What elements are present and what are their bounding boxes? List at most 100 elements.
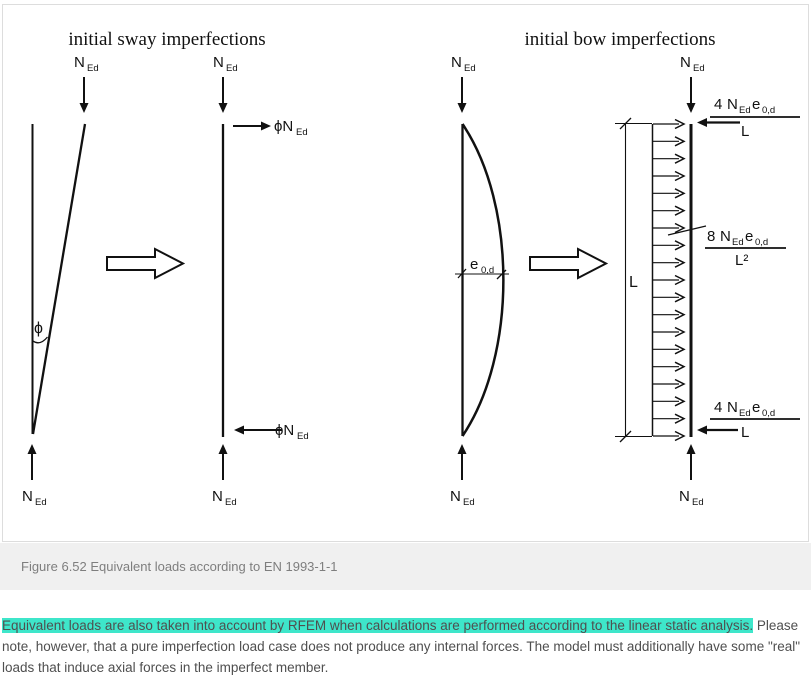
ned-subscript: Ed [87, 63, 99, 74]
coefficient: 4 [714, 399, 722, 416]
up-arrow-head-icon [218, 444, 228, 454]
length-label: L [629, 274, 638, 291]
sway-title: initial sway imperfections [68, 29, 265, 50]
highlighted-sentence: Equivalent loads are also taken into acc… [2, 617, 754, 633]
phi-ned-label: ϕN [274, 118, 293, 135]
equiv-top-load: N Ed [680, 54, 705, 113]
ned-subscript: Ed [35, 497, 47, 508]
load-arrow-head-icon [674, 292, 686, 303]
load-arrow-head-icon [674, 378, 686, 390]
phi-ned-subscript: Ed [297, 431, 309, 442]
phi-ned-subscript: Ed [296, 127, 308, 138]
ned-subscript: Ed [739, 408, 751, 419]
left-arrow-head-icon [697, 425, 707, 435]
bow-top-load: N Ed [451, 54, 476, 113]
ned-subscript: Ed [732, 237, 744, 248]
up-arrow-head-icon [457, 444, 467, 454]
load-arrow-head-icon [674, 274, 686, 286]
transform-arrow-icon [529, 247, 609, 280]
phi-ned-bottom-force: ϕN Ed [234, 422, 309, 442]
distributed-load-arrows [653, 118, 686, 442]
up-arrow-head-icon [686, 444, 696, 454]
phi-angle-arc [32, 336, 48, 344]
ned-subscript: Ed [226, 63, 238, 74]
load-arrow-head-icon [674, 344, 686, 355]
bow-title: initial bow imperfections [524, 29, 715, 50]
load-arrow-head-icon [674, 170, 686, 182]
down-arrow-head-icon [457, 103, 467, 113]
ned-label: N [727, 96, 738, 113]
figure-caption: Figure 6.52 Equivalent loads according t… [21, 559, 338, 574]
load-arrow-head-icon [674, 188, 686, 199]
ned-label: N [451, 54, 462, 71]
ned-label: N [74, 54, 85, 71]
load-arrow-head-icon [674, 153, 686, 164]
sway2-top-load: N Ed [213, 54, 238, 113]
sway1-top-load: N Ed [74, 54, 99, 113]
up-arrow-head-icon [27, 444, 37, 454]
dimension-tick [619, 430, 632, 443]
down-arrow-head-icon [79, 103, 89, 113]
load-arrow-head-icon [674, 136, 686, 147]
dimension-tick [496, 269, 507, 280]
ned-subscript: Ed [739, 105, 751, 116]
load-arrow-head-icon [674, 430, 686, 442]
dimension-tick [619, 117, 632, 130]
ned-label: N [22, 488, 33, 505]
e0d-label: e [752, 96, 760, 113]
sway2-bottom-reaction: N Ed [212, 444, 237, 508]
leader-line [667, 225, 707, 236]
ned-label: N [727, 399, 738, 416]
e0d-label: e [470, 256, 478, 273]
load-arrow-head-icon [674, 240, 686, 251]
length-dimension: L [615, 117, 652, 443]
figure-border [2, 4, 809, 542]
e0d-subscript: 0,d [481, 265, 494, 276]
equiv-bottom-reaction: N Ed [679, 444, 704, 508]
tilted-member-line [31, 123, 87, 435]
e0d-subscript: 0,d [755, 237, 768, 248]
note-paragraph: Equivalent loads are also taken into acc… [2, 615, 810, 678]
ned-subscript: Ed [463, 497, 475, 508]
ned-label: N [212, 488, 223, 505]
denominator: L [741, 424, 749, 441]
figure-image[interactable]: initial sway imperfections initial bow i… [0, 0, 811, 543]
distributed-load-formula: 8 N Ed e 0,d L² [667, 225, 786, 269]
load-arrow-head-icon [674, 205, 686, 216]
load-arrow-head-icon [674, 413, 686, 424]
ned-label: N [680, 54, 691, 71]
transform-arrow-icon [106, 247, 186, 280]
e0d-subscript: 0,d [762, 408, 775, 419]
phi-ned-label: ϕN [275, 422, 294, 439]
coefficient: 4 [714, 96, 722, 113]
ned-subscript: Ed [225, 497, 237, 508]
end-moment-bottom-formula: 4 N Ed e 0,d L [697, 399, 800, 441]
load-arrow-head-icon [674, 396, 686, 407]
e0d-subscript: 0,d [762, 105, 775, 116]
bow-curve [461, 123, 505, 437]
load-arrow-head-icon [674, 222, 686, 234]
down-arrow-head-icon [686, 103, 696, 113]
ned-label: N [450, 488, 461, 505]
down-arrow-head-icon [218, 103, 228, 113]
sway-tilted-member: ϕ [31, 123, 87, 435]
phi-ned-top-force: ϕN Ed [233, 118, 308, 138]
load-arrow-head-icon [674, 361, 686, 372]
ned-label: N [720, 228, 731, 245]
denominator: L² [735, 252, 748, 269]
ned-subscript: Ed [692, 497, 704, 508]
load-arrow-head-icon [674, 326, 686, 338]
ned-label: N [213, 54, 224, 71]
dimension-tick [457, 268, 467, 279]
ned-subscript: Ed [693, 63, 705, 74]
left-arrow-head-icon [697, 118, 707, 127]
load-arrow-head-icon [674, 309, 686, 320]
phi-label: ϕ [34, 320, 43, 337]
denominator: L [741, 123, 749, 140]
end-moment-top-formula: 4 N Ed e 0,d L [697, 96, 800, 140]
e0d-dimension: e 0,d [455, 256, 509, 280]
ned-subscript: Ed [464, 63, 476, 74]
right-arrow-head-icon [261, 121, 271, 131]
ned-label: N [679, 488, 690, 505]
e0d-label: e [745, 228, 753, 245]
